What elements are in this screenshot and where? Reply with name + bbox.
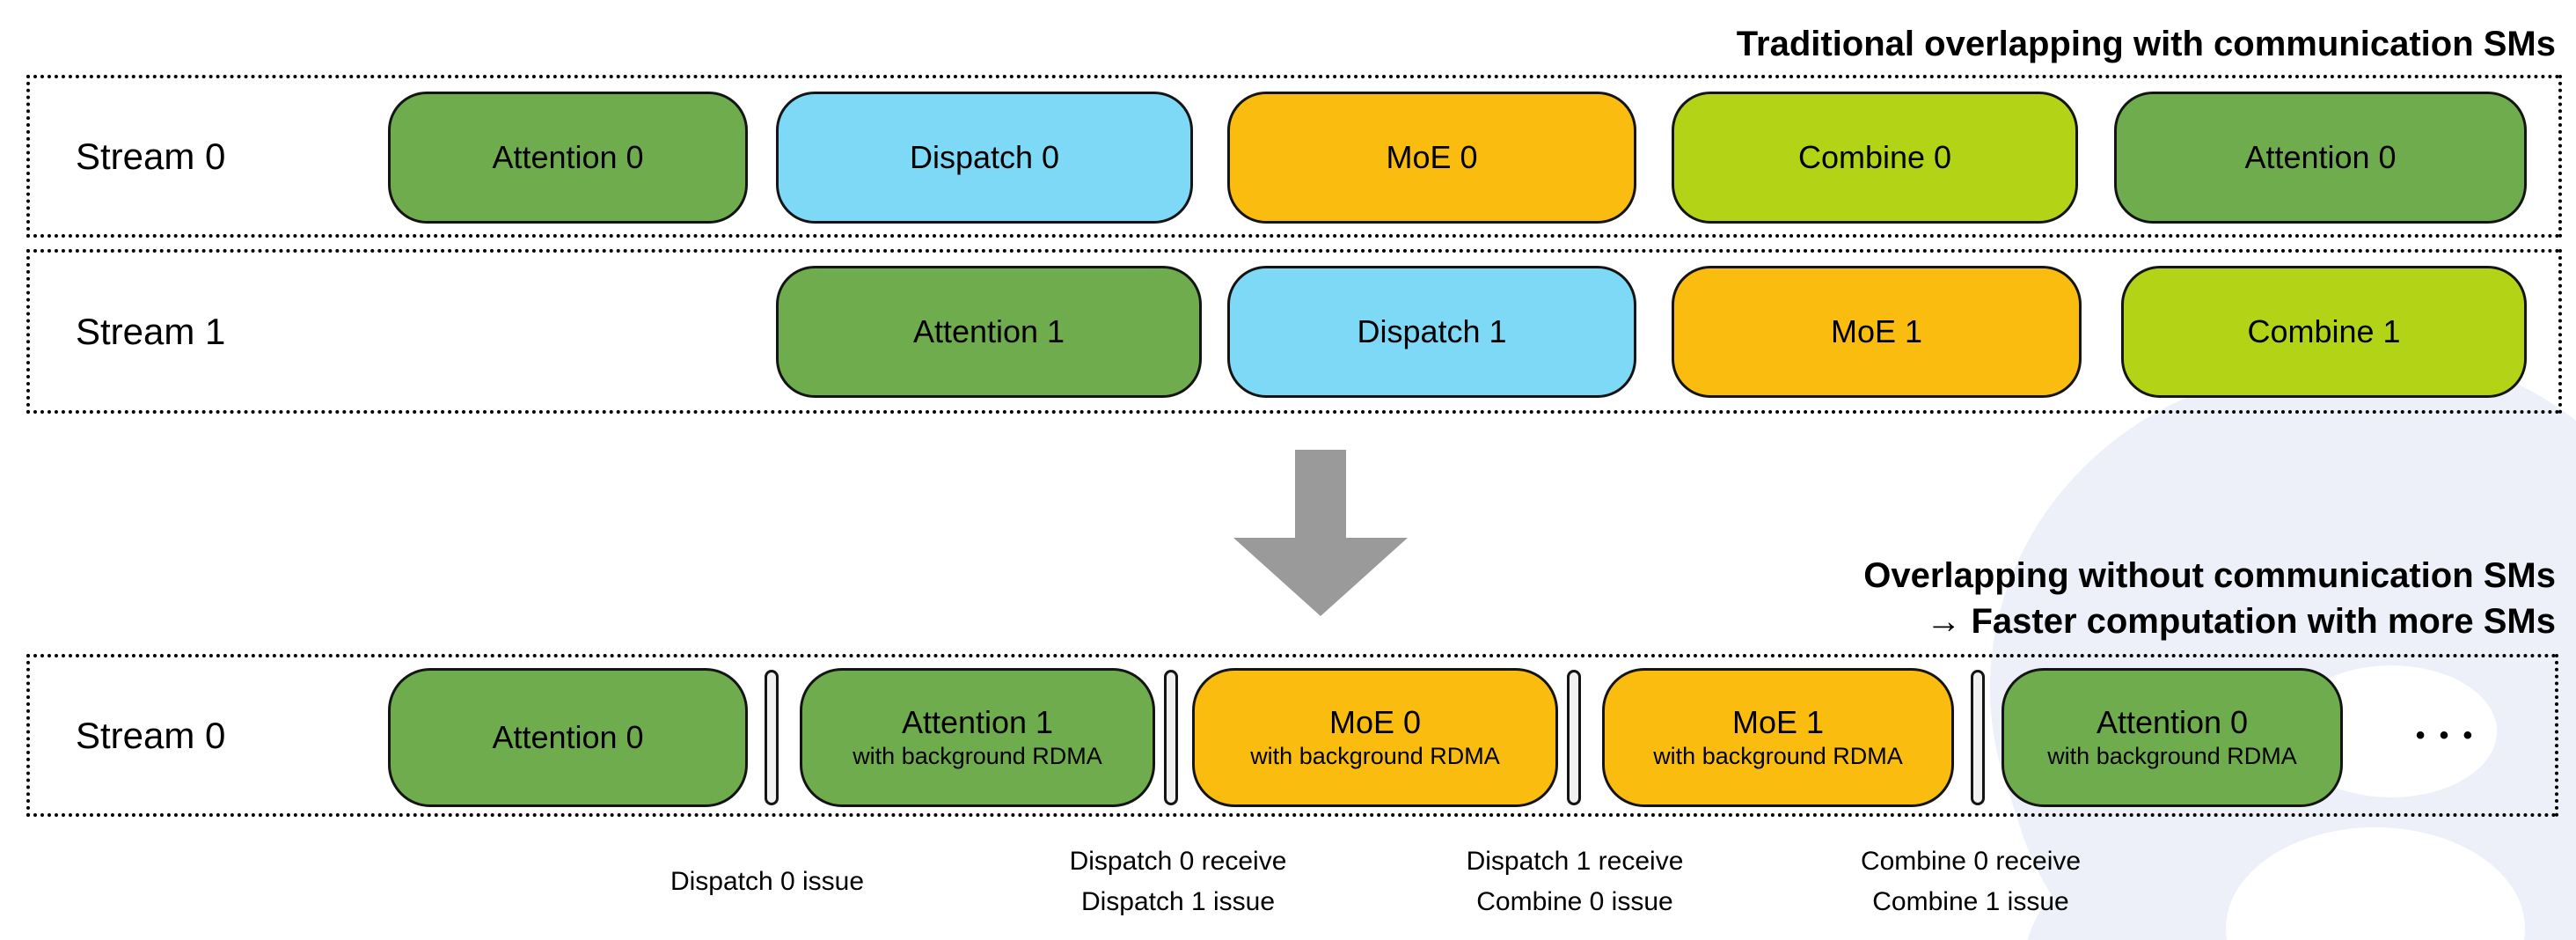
timeline-block: MoE 0 with background RDMA [1192,668,1558,807]
timeline-block: Attention 0 [388,92,748,224]
stream-sync-separator [1971,670,1985,805]
timeline-block-label: MoE 1 [1731,704,1825,740]
stream-0-row-traditional: Stream 0 Attention 0 Dispatch 0 MoE 0 Co… [26,75,2562,238]
timeline-block-label: Attention 0 [492,719,644,755]
timeline-block: Combine 1 [2121,266,2527,398]
timeline-block-label: Attention 0 [2244,139,2397,175]
timeline-block: Combine 0 [1672,92,2078,224]
down-arrow-icon [1233,538,1408,616]
stream-label: Stream 1 [76,310,226,352]
timeline-block: Dispatch 1 [1227,266,1636,398]
sync-annotation-line: Dispatch 1 issue [1080,887,1276,916]
timeline-block: Attention 0 [2114,92,2527,224]
sync-annotation-line: Combine 0 receive [1860,847,2082,876]
stream-label: Stream 0 [76,714,226,756]
timeline-block: Attention 0 [388,668,748,807]
timeline-block-label: Combine 0 [1797,139,1952,175]
timeline-block-subtitle: with background RDMA [1653,743,1903,769]
stream-label: Stream 0 [76,135,226,177]
stream-1-row-traditional: Stream 1 Attention 1 Dispatch 1 MoE 1 Co… [26,249,2562,414]
stream-sync-separator [765,670,779,805]
stream-0-row-overlapped: Stream 0 • • • Attention 0 Attention 1 w… [26,654,2558,817]
timeline-block: Dispatch 0 [776,92,1193,224]
timeline-block-subtitle: with background RDMA [1250,743,1500,769]
timeline-block-label: MoE 0 [1328,704,1422,740]
sync-annotation-line: Dispatch 0 issue [670,867,865,896]
sync-annotation-line: Dispatch 0 receive [1069,847,1287,876]
timeline-block-label: Attention 1 [901,704,1054,740]
timeline-block-label: Attention 0 [2096,704,2249,740]
down-arrow-icon [1295,450,1346,540]
timeline-block: MoE 1 with background RDMA [1602,668,1954,807]
timeline-block-label: Attention 0 [492,139,644,175]
sync-annotation-line: Combine 0 issue [1476,887,1673,916]
timeline-block-subtitle: with background RDMA [853,743,1102,769]
sync-annotation-line: Dispatch 1 receive [1466,847,1684,876]
timeline-block-label: Combine 1 [2247,313,2401,349]
timeline-block: Attention 0 with background RDMA [2002,668,2343,807]
continuation-ellipsis: • • • [2415,720,2477,750]
bottom-section-title-line1: Overlapping without communication SMs [1863,556,2556,595]
timeline-block-subtitle: with background RDMA [2047,743,2297,769]
timeline-block: MoE 1 [1672,266,2082,398]
top-section-title: Traditional overlapping with communicati… [1736,25,2556,63]
timeline-block: Attention 1 with background RDMA [800,668,1155,807]
timeline-block-label: MoE 1 [1830,313,1923,349]
sync-annotation: Dispatch 0 issue [538,838,996,926]
stream-sync-separator [1164,670,1178,805]
timeline-block: MoE 0 [1227,92,1636,224]
bottom-section-title: Overlapping without communication SMs → … [1863,553,2556,644]
timeline-block-label: MoE 0 [1386,139,1478,175]
timeline-block-label: Dispatch 1 [1357,313,1507,349]
timeline-block: Attention 1 [776,266,1202,398]
timeline-block-label: Attention 1 [912,313,1065,349]
sync-annotation-line: Combine 1 issue [1872,887,2069,916]
bottom-section-title-line2: → Faster computation with more SMs [1926,602,2556,641]
timeline-block-label: Dispatch 0 [909,139,1060,175]
stream-sync-separator [1567,670,1581,805]
